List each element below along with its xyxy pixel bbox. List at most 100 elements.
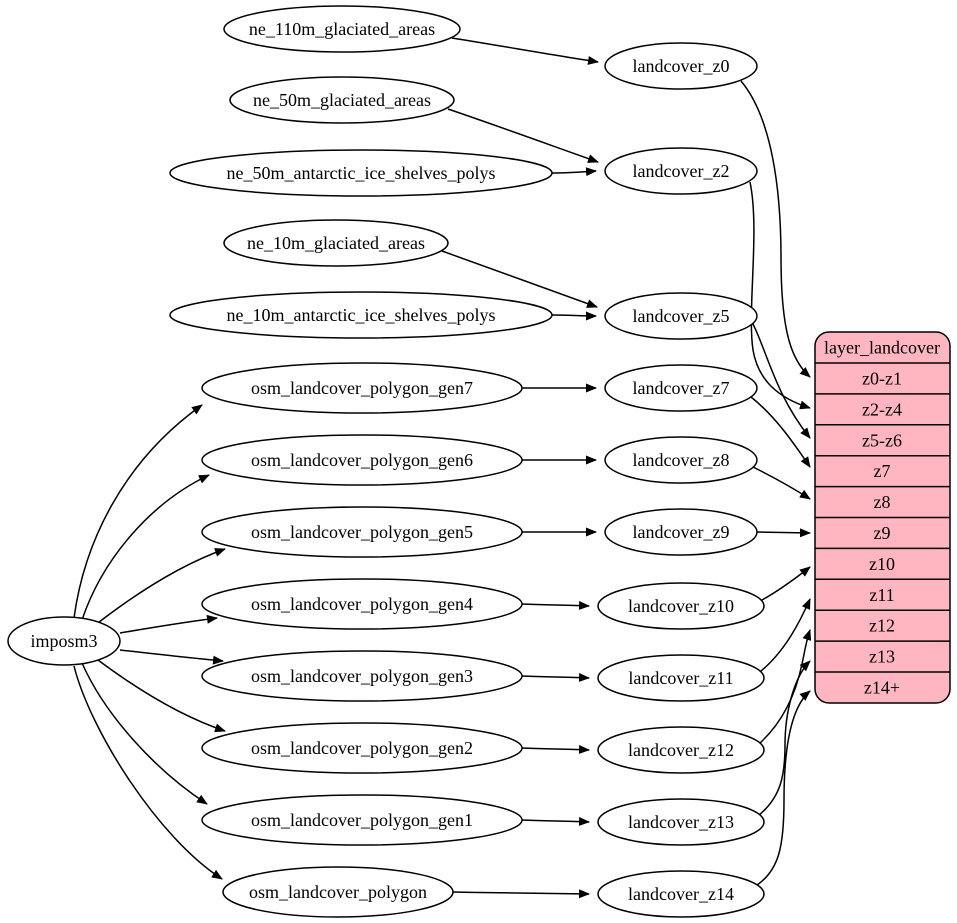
edge-z0-to-row-z0-z1 [740, 80, 811, 378]
node-label: landcover_z8 [633, 450, 730, 470]
edge-imposm3-to-gen7 [73, 404, 203, 619]
table-layer-landcover: layer_landcover z0-z1 z2-z4 z5-z6 z7 z8 … [814, 331, 951, 704]
node-label: landcover_z13 [628, 812, 734, 832]
node-landcover-z13: landcover_z13 [597, 798, 765, 846]
node-label: osm_landcover_polygon_gen4 [251, 594, 473, 614]
edge-z5-to-row-z5-z6 [752, 323, 811, 439]
node-imposm3: imposm3 [7, 616, 121, 666]
edge-z2-to-row-z2-z4 [749, 181, 811, 410]
node-shape [604, 364, 758, 412]
node-osm-landcover-polygon-gen4: osm_landcover_polygon_gen4 [201, 578, 523, 630]
node-shape [604, 42, 758, 90]
node-landcover-z0: landcover_z0 [604, 42, 758, 90]
node-label: ne_50m_glaciated_areas [253, 90, 431, 110]
edge-z7-to-row-z7 [750, 396, 811, 468]
node-landcover-z2: landcover_z2 [604, 147, 758, 195]
node-landcover-z12: landcover_z12 [597, 726, 765, 774]
node-shape [169, 149, 553, 197]
edge-gen1-to-z13 [521, 816, 590, 826]
node-shape [604, 292, 758, 340]
node-shape [597, 582, 765, 630]
edge-z10-to-row-z10 [761, 566, 811, 601]
node-label: landcover_z11 [628, 668, 733, 688]
edge-imposm3-to-gen3 [119, 649, 224, 665]
node-label: landcover_z7 [633, 378, 730, 398]
node-label: landcover_z12 [628, 740, 734, 760]
edge-imposm3-to-gen1 [81, 662, 208, 805]
node-label: osm_landcover_polygon_gen1 [251, 810, 473, 830]
node-shape [604, 147, 758, 195]
node-label: osm_landcover_polygon_gen6 [251, 450, 473, 470]
node-label: ne_10m_antarctic_ice_shelves_polys [227, 305, 496, 325]
table-row-z0-z1: z0-z1 [862, 369, 902, 389]
node-label: ne_50m_antarctic_ice_shelves_polys [227, 163, 496, 183]
edge-z11-to-row-z11 [760, 598, 811, 672]
node-label: ne_110m_glaciated_areas [249, 19, 435, 39]
node-ne-10m-glaciated-areas: ne_10m_glaciated_areas [223, 219, 449, 267]
edge-z9-to-row-z9 [756, 528, 811, 538]
node-shape [604, 508, 758, 556]
edge-ne50m-glaciated-to-z2 [447, 108, 599, 163]
edge-imposm3-to-gen4 [119, 614, 218, 634]
node-label: landcover_z14 [628, 884, 734, 904]
node-shape [201, 506, 523, 558]
node-shape [597, 798, 765, 846]
node-shape [201, 578, 523, 630]
node-shape [201, 362, 523, 414]
edge-ne110m-to-z0 [451, 37, 599, 65]
node-osm-landcover-polygon-gen2: osm_landcover_polygon_gen2 [201, 722, 523, 774]
node-shape [222, 866, 454, 918]
node-osm-landcover-polygon-gen6: osm_landcover_polygon_gen6 [201, 434, 523, 486]
table-row-z14plus: z14+ [864, 678, 900, 698]
node-label: osm_landcover_polygon_gen3 [251, 666, 473, 686]
node-imposm3-shape [7, 616, 121, 666]
node-shape [223, 219, 449, 267]
node-label: osm_landcover_polygon_gen5 [251, 522, 473, 542]
node-landcover-z14: landcover_z14 [597, 870, 765, 918]
table-row-z2-z4: z2-z4 [862, 399, 902, 419]
node-label: osm_landcover_polygon [249, 882, 427, 902]
table-row-z8: z8 [874, 492, 891, 512]
node-label: osm_landcover_polygon_gen7 [251, 378, 473, 398]
edge-imposm3-to-polygon [73, 665, 223, 880]
node-ne-10m-antarctic-ice-shelves-polys: ne_10m_antarctic_ice_shelves_polys [169, 291, 553, 339]
node-shape [597, 654, 765, 702]
node-osm-landcover-polygon-gen5: osm_landcover_polygon_gen5 [201, 506, 523, 558]
node-shape [201, 722, 523, 774]
node-label: landcover_z2 [633, 161, 730, 181]
node-label: landcover_z5 [633, 306, 730, 326]
node-imposm3-label: imposm3 [30, 631, 97, 651]
table-row-z13: z13 [869, 647, 895, 667]
edge-imposm3-to-gen6 [81, 474, 210, 621]
node-shape [597, 870, 765, 918]
node-osm-landcover-polygon-gen3: osm_landcover_polygon_gen3 [201, 650, 523, 702]
node-osm-landcover-polygon-gen1: osm_landcover_polygon_gen1 [201, 794, 523, 846]
node-shape [223, 5, 461, 53]
edge-imposm3-to-gen2 [93, 656, 226, 733]
edge-ne10m-antarctic-to-z5 [551, 311, 597, 321]
node-shape [201, 650, 523, 702]
node-shape [169, 291, 553, 339]
node-label: osm_landcover_polygon_gen2 [251, 738, 473, 758]
edges-stage-to-table [740, 80, 812, 886]
table-row-z7: z7 [874, 461, 891, 481]
node-shape [597, 726, 765, 774]
edge-z8-to-row-z8 [752, 466, 811, 500]
node-shape [201, 794, 523, 846]
node-landcover-z10: landcover_z10 [597, 582, 765, 630]
node-landcover-z7: landcover_z7 [604, 364, 758, 412]
node-osm-landcover-polygon-gen7: osm_landcover_polygon_gen7 [201, 362, 523, 414]
node-shape [604, 436, 758, 484]
edge-ne10m-glaciated-to-z5 [441, 250, 598, 308]
node-label: ne_10m_glaciated_areas [247, 233, 425, 253]
edge-z13-to-row-z13 [758, 660, 811, 816]
edges-source-to-stage [441, 37, 599, 899]
node-osm-landcover-polygon: osm_landcover_polygon [222, 866, 454, 918]
source-nodes: ne_110m_glaciated_areas ne_50m_glaciated… [169, 5, 553, 918]
node-landcover-z5: landcover_z5 [604, 292, 758, 340]
node-ne-110m-glaciated-areas: ne_110m_glaciated_areas [223, 5, 461, 53]
node-ne-50m-glaciated-areas: ne_50m_glaciated_areas [229, 76, 455, 124]
edges-imposm3-to-osm [73, 404, 226, 880]
